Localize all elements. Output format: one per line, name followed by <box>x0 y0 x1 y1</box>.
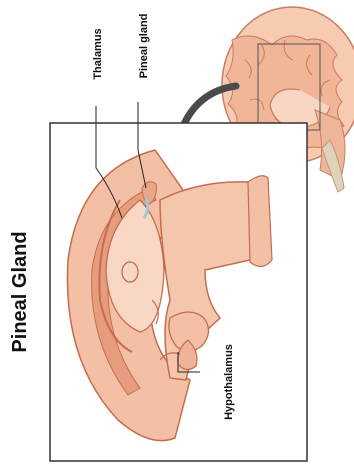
thalamus-label: Thalamus <box>92 28 104 79</box>
diagram-title: Pineal Gland <box>9 231 31 352</box>
hypothalamus-label: Hypothalamus <box>223 344 235 420</box>
pineal-gland-label: Pineal gland <box>138 14 150 79</box>
